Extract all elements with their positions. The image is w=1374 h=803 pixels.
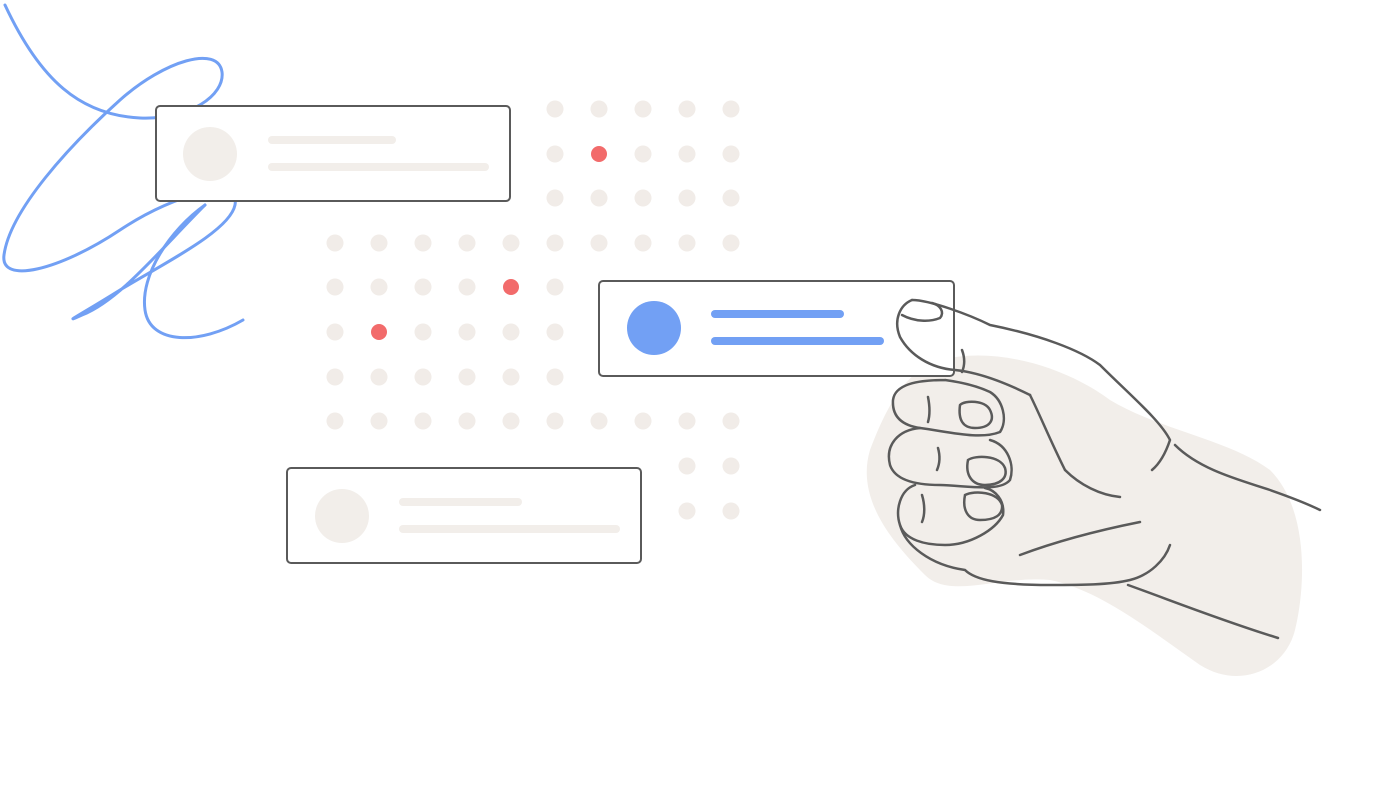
- grid-dot: [502, 368, 520, 386]
- grid-dot: [546, 189, 564, 207]
- grid-dot: [546, 368, 564, 386]
- highlighted-dot: [591, 146, 607, 162]
- grid-dot: [502, 323, 520, 341]
- grid-dot: [546, 145, 564, 163]
- grid-dot: [678, 457, 696, 475]
- grid-dot: [678, 189, 696, 207]
- grid-dot: [502, 412, 520, 430]
- grid-dot: [458, 412, 476, 430]
- grid-dot: [722, 412, 740, 430]
- grid-dot: [722, 457, 740, 475]
- grid-dot: [414, 323, 432, 341]
- grid-dot: [678, 234, 696, 252]
- grid-dot: [502, 234, 520, 252]
- grid-dot: [634, 234, 652, 252]
- grid-dot: [590, 189, 608, 207]
- avatar-selected: [627, 301, 681, 355]
- grid-dot: [722, 145, 740, 163]
- grid-dot: [634, 412, 652, 430]
- grid-dot: [414, 234, 432, 252]
- grid-dot: [370, 234, 388, 252]
- grid-dot: [326, 234, 344, 252]
- grid-dot: [546, 278, 564, 296]
- grid-dot: [634, 100, 652, 118]
- dot-grid: [326, 100, 740, 520]
- grid-dot: [722, 189, 740, 207]
- grid-dot: [678, 502, 696, 520]
- grid-dot: [546, 100, 564, 118]
- highlighted-dot: [503, 279, 519, 295]
- grid-dot: [722, 502, 740, 520]
- grid-dot: [370, 412, 388, 430]
- grid-dot: [414, 278, 432, 296]
- avatar-placeholder: [183, 127, 237, 181]
- grid-dot: [370, 278, 388, 296]
- hand-shadow-blob: [866, 355, 1303, 677]
- grid-dot: [678, 100, 696, 118]
- pinching-hand-icon: [887, 298, 1322, 640]
- card-top[interactable]: [155, 105, 511, 202]
- grid-dot: [722, 100, 740, 118]
- card-bottom[interactable]: [286, 467, 642, 564]
- grid-dot: [326, 368, 344, 386]
- avatar-placeholder: [315, 489, 369, 543]
- grid-dot: [414, 368, 432, 386]
- grid-dot: [458, 234, 476, 252]
- grid-dot: [370, 368, 388, 386]
- grid-dot: [722, 234, 740, 252]
- grid-dot: [678, 412, 696, 430]
- grid-dot: [414, 412, 432, 430]
- grid-dot: [678, 145, 696, 163]
- highlighted-dot: [371, 324, 387, 340]
- grid-dot: [326, 412, 344, 430]
- grid-dot: [546, 234, 564, 252]
- card-selected[interactable]: [598, 280, 955, 377]
- grid-dot: [546, 323, 564, 341]
- grid-dot: [326, 278, 344, 296]
- grid-dot: [590, 100, 608, 118]
- grid-dot: [634, 189, 652, 207]
- grid-dot: [326, 323, 344, 341]
- grid-dot: [590, 412, 608, 430]
- grid-dot: [590, 234, 608, 252]
- grid-dot: [458, 323, 476, 341]
- grid-dot: [546, 412, 564, 430]
- grid-dot: [458, 368, 476, 386]
- grid-dot: [634, 145, 652, 163]
- grid-dot: [458, 278, 476, 296]
